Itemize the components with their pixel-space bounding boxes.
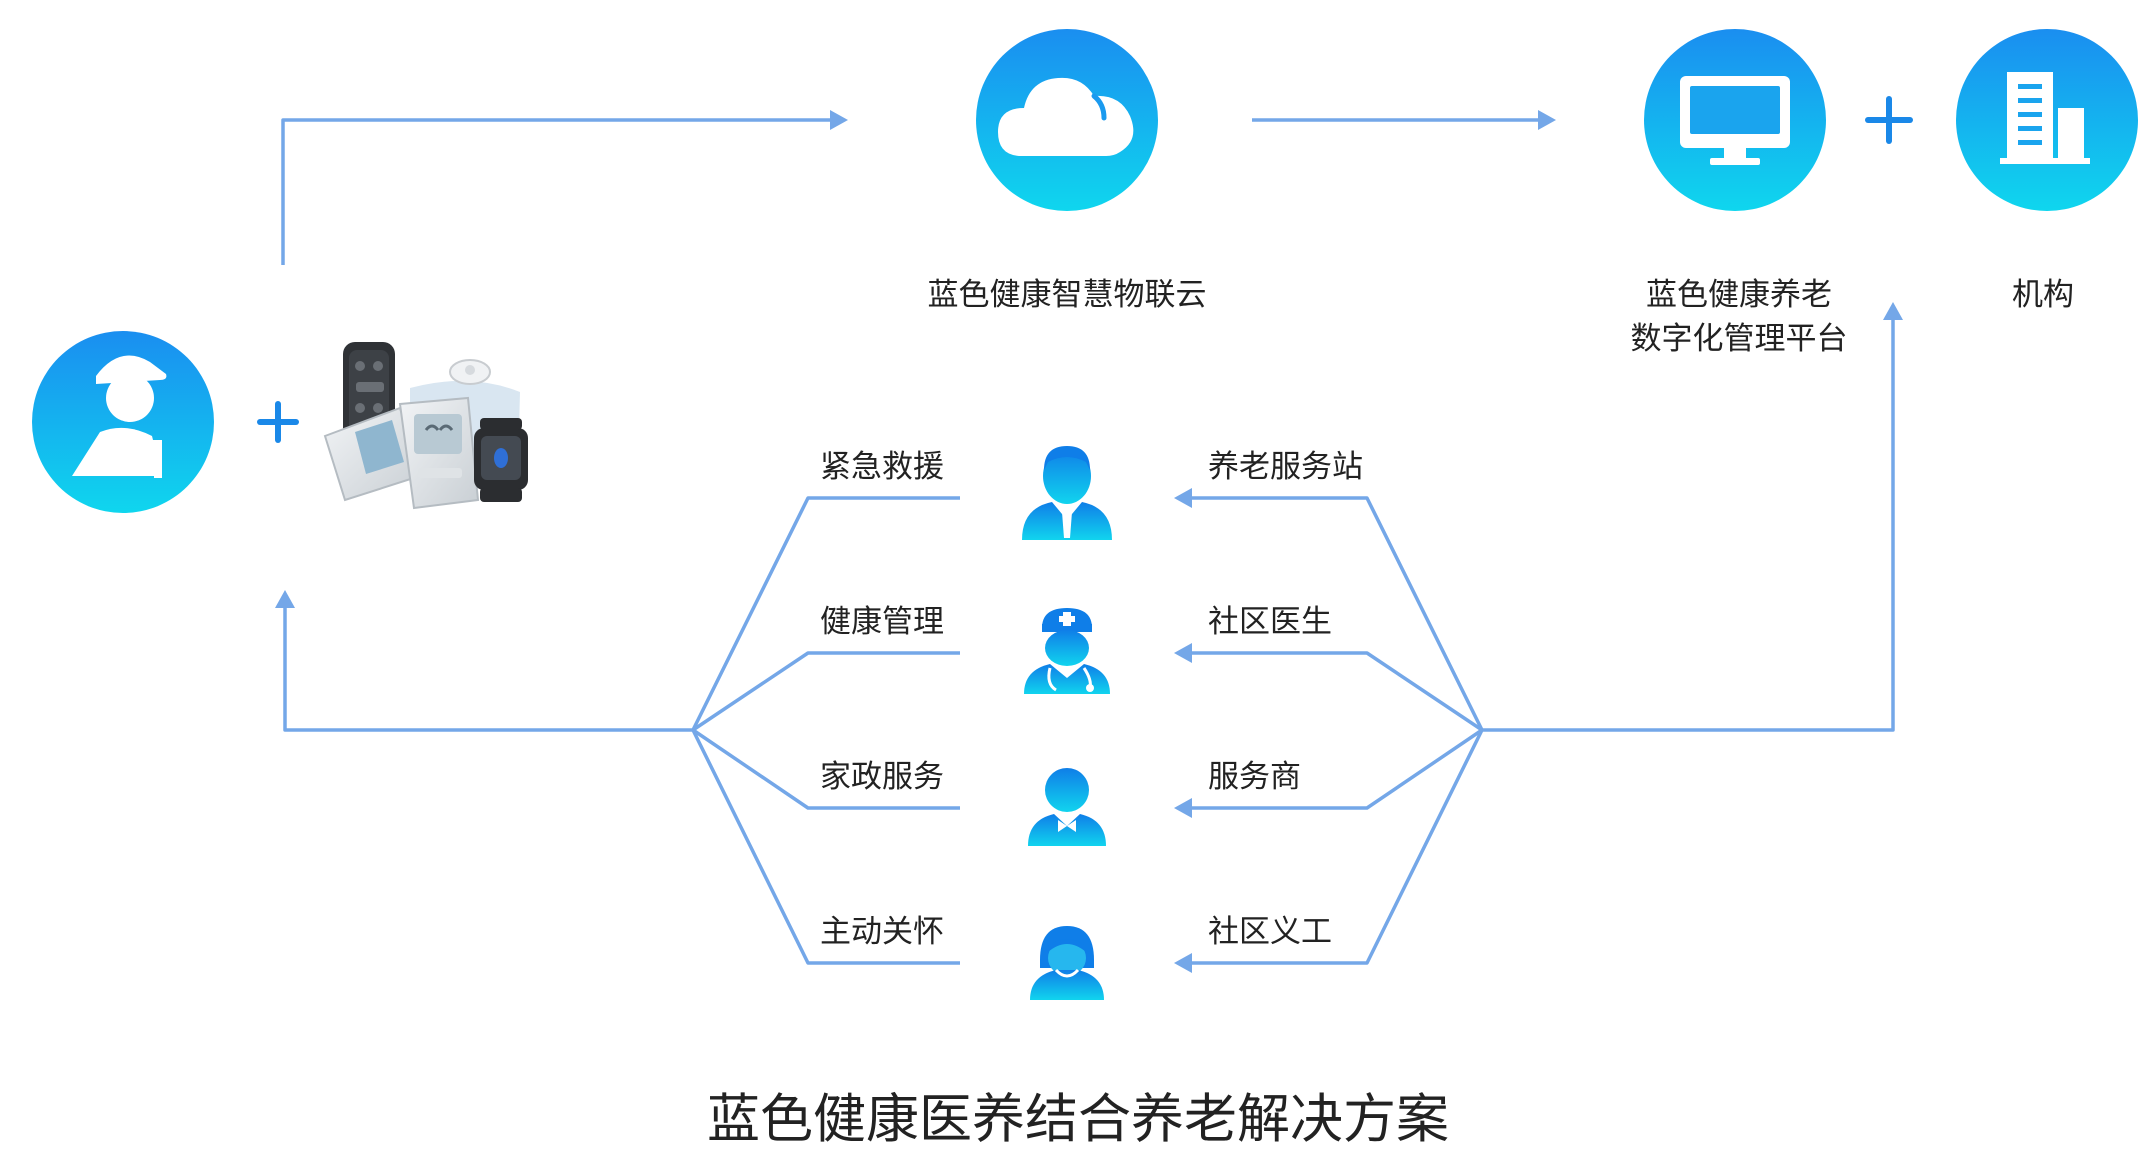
fan-left-3 xyxy=(692,728,960,810)
platform-label-line2: 数字化管理平台 xyxy=(1630,321,1848,357)
flow-lines xyxy=(281,118,1895,965)
fan-left-4 xyxy=(691,729,960,965)
arrow-provider-1 xyxy=(1174,488,1192,508)
volunteer-icon xyxy=(1030,926,1104,1000)
health-devices-icon xyxy=(323,342,528,510)
plus-platform-institution-icon xyxy=(1865,96,1913,144)
fan-right-1 xyxy=(1182,496,1484,731)
elderly-person-icon xyxy=(32,331,214,513)
doctor-icon xyxy=(1024,608,1110,694)
service-label-emergency: 紧急救援 xyxy=(820,449,944,485)
arrow-to-platform-up xyxy=(1883,302,1903,320)
provider-label-volunteer: 社区义工 xyxy=(1208,914,1332,950)
arrow-provider-4 xyxy=(1174,953,1192,973)
cloud-icon xyxy=(976,29,1158,211)
institution-label: 机构 xyxy=(2012,277,2074,313)
provider-label-doctor: 社区医生 xyxy=(1208,604,1332,640)
fan-left-1 xyxy=(691,496,960,731)
arrow-provider-2 xyxy=(1174,643,1192,663)
provider-label-vendor: 服务商 xyxy=(1208,759,1301,795)
arrow-to-elder xyxy=(275,590,295,608)
elder-to-cloud-line xyxy=(281,118,835,265)
building-icon xyxy=(1956,29,2138,211)
cloud-label: 蓝色健康智慧物联云 xyxy=(927,277,1207,313)
service-label-care: 主动关怀 xyxy=(820,914,944,950)
hub-to-platform-line xyxy=(1482,312,1895,732)
hub-to-elder-line xyxy=(283,600,693,732)
provider-label-station: 养老服务站 xyxy=(1208,449,1363,485)
arrow-to-cloud xyxy=(830,110,848,130)
fan-right-2 xyxy=(1182,651,1483,732)
arrow-provider-3 xyxy=(1174,798,1192,818)
operator-icon xyxy=(1022,446,1112,540)
monitor-icon xyxy=(1644,29,1826,211)
service-label-health: 健康管理 xyxy=(820,604,944,640)
fan-left-2 xyxy=(692,651,960,732)
arrow-to-platform xyxy=(1538,110,1556,130)
service-label-housekeeping: 家政服务 xyxy=(820,759,944,795)
fan-right-3 xyxy=(1182,728,1483,810)
butler-icon xyxy=(1028,768,1106,846)
arrowheads xyxy=(275,110,1903,973)
plus-elder-devices-icon xyxy=(257,401,299,443)
fan-right-4 xyxy=(1182,729,1484,965)
platform-label-line1: 蓝色健康养老 xyxy=(1646,277,1832,313)
page-title: 蓝色健康医养结合养老解决方案 xyxy=(707,1089,1449,1150)
